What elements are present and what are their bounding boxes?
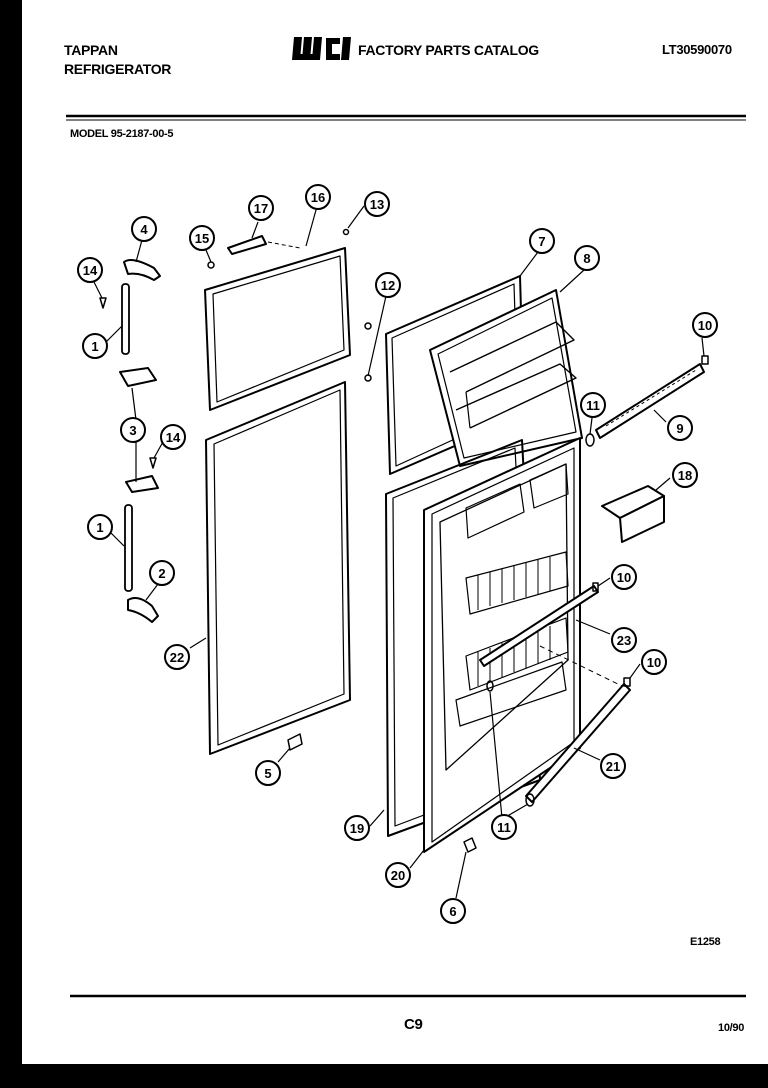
callout-1: 1 <box>82 333 108 359</box>
callout-14: 14 <box>77 257 103 283</box>
shelf-ribs <box>477 557 551 686</box>
svg-text:3: 3 <box>129 423 136 438</box>
svg-text:14: 14 <box>166 430 181 445</box>
callout-7: 7 <box>529 228 555 254</box>
svg-text:1: 1 <box>96 520 103 535</box>
fresh-food-door-gasket <box>205 381 351 755</box>
callout-15: 15 <box>189 225 215 251</box>
shelf-rail-lower <box>525 645 631 803</box>
wci-logo-icon <box>292 37 351 60</box>
callout-11: 11 <box>491 814 517 840</box>
svg-text:14: 14 <box>83 263 98 278</box>
callout-21: 21 <box>600 753 626 779</box>
svg-text:22: 22 <box>170 650 184 665</box>
callout-5: 5 <box>255 760 281 786</box>
svg-text:1: 1 <box>91 339 98 354</box>
callout-13: 13 <box>364 191 390 217</box>
screw-icon <box>99 297 107 309</box>
svg-text:15: 15 <box>195 231 209 246</box>
svg-text:17: 17 <box>254 201 268 216</box>
svg-text:18: 18 <box>678 468 692 483</box>
svg-text:12: 12 <box>381 278 395 293</box>
svg-text:10: 10 <box>617 570 631 585</box>
shelf-rail-middle <box>479 585 599 667</box>
callout-18: 18 <box>672 462 698 488</box>
callout-10: 10 <box>692 312 718 338</box>
svg-text:9: 9 <box>676 421 683 436</box>
svg-text:11: 11 <box>497 820 511 835</box>
callout-20: 20 <box>385 862 411 888</box>
svg-text:10: 10 <box>647 655 661 670</box>
svg-text:20: 20 <box>391 868 405 883</box>
svg-text:4: 4 <box>140 222 148 237</box>
svg-text:2: 2 <box>158 566 165 581</box>
callout-19: 19 <box>344 815 370 841</box>
svg-text:6: 6 <box>449 904 456 919</box>
svg-text:8: 8 <box>583 251 590 266</box>
freezer-handle-trim <box>227 235 267 255</box>
callout-group: 4 14 1 3 14 1 2 22 5 15 17 16 13 12 7 8 … <box>77 184 718 924</box>
catalog-number: LT30590070 <box>662 42 732 57</box>
shelf-rail-upper <box>595 363 705 439</box>
callout-10: 10 <box>611 564 637 590</box>
product-type: REFRIGERATOR <box>64 61 172 77</box>
callout-9: 9 <box>667 415 693 441</box>
center-hinge <box>119 367 159 493</box>
model-number: MODEL 95-2187-00-5 <box>70 128 174 140</box>
callout-22: 22 <box>164 644 190 670</box>
screw-icon <box>149 457 157 469</box>
leader-lines <box>93 205 705 899</box>
freezer-door-gasket <box>204 247 351 411</box>
svg-text:5: 5 <box>264 766 271 781</box>
callout-4: 4 <box>131 216 157 242</box>
page-number: C9 <box>404 1016 423 1033</box>
freezer-door-liner <box>429 289 583 467</box>
svg-text:23: 23 <box>617 633 631 648</box>
callout-8: 8 <box>574 245 600 271</box>
revision-date: 10/90 <box>718 1022 745 1034</box>
callout-2: 2 <box>149 560 175 586</box>
callout-6: 6 <box>440 898 466 924</box>
svg-text:10: 10 <box>698 318 712 333</box>
callout-14: 14 <box>160 424 186 450</box>
bottom-hinge <box>127 597 159 623</box>
callout-10: 10 <box>641 649 667 675</box>
dairy-door <box>601 485 665 543</box>
svg-text:11: 11 <box>586 398 600 413</box>
svg-text:7: 7 <box>538 234 545 249</box>
catalog-title: FACTORY PARTS CATALOG <box>358 42 539 58</box>
callout-1: 1 <box>87 514 113 540</box>
drawing-id: E1258 <box>690 936 721 948</box>
svg-text:13: 13 <box>370 197 384 212</box>
hinge-pin-upper <box>121 283 130 355</box>
brand-name: TAPPAN <box>64 42 118 58</box>
hinge-pin-lower <box>124 504 133 592</box>
callout-17: 17 <box>248 195 274 221</box>
svg-text:16: 16 <box>311 190 325 205</box>
top-hinge <box>123 259 161 281</box>
svg-text:21: 21 <box>606 759 620 774</box>
svg-text:19: 19 <box>350 821 364 836</box>
callout-12: 12 <box>375 272 401 298</box>
callout-23: 23 <box>611 627 637 653</box>
callout-11: 11 <box>580 392 606 418</box>
callout-16: 16 <box>305 184 331 210</box>
callout-3: 3 <box>120 417 146 443</box>
